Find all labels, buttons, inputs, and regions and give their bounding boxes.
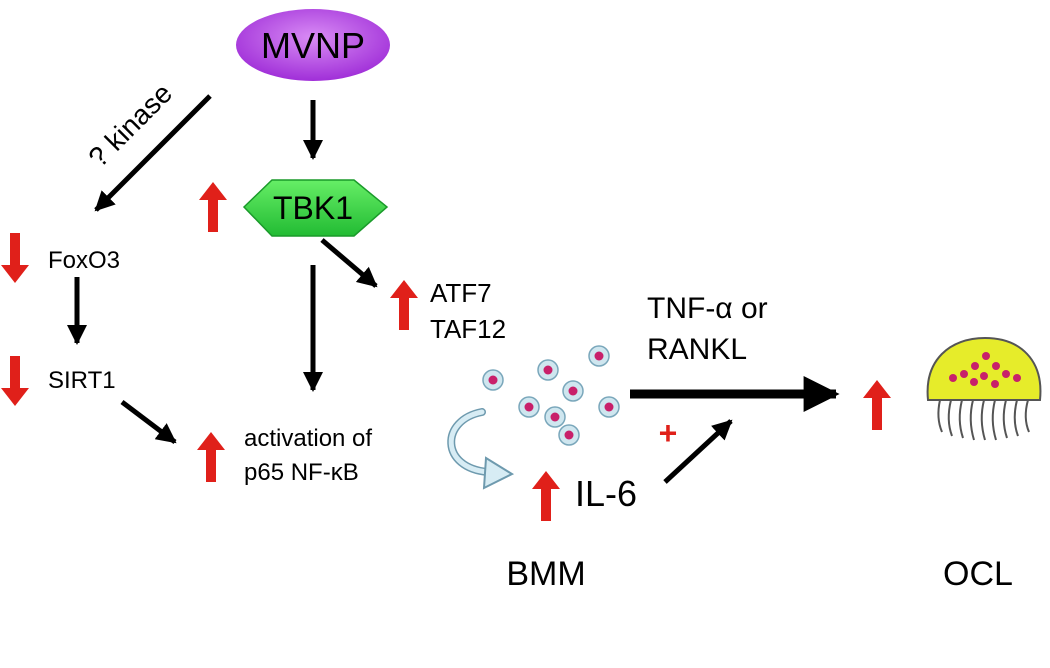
sirt1-down-arrow-icon: [1, 356, 29, 406]
arrow-sirt1-activation: [120, 400, 177, 444]
curved-arrow-icon: [447, 408, 515, 490]
mvnp-node: MVNP: [236, 9, 390, 81]
activation-label-line1: activation of: [244, 425, 372, 452]
sirt1-label: SIRT1: [48, 367, 116, 394]
activation-label-line2: p65 NF-κB: [244, 459, 359, 486]
tbk1-label: TBK1: [273, 190, 353, 226]
atf7-up-arrow-icon: [390, 280, 418, 330]
taf12-label: TAF12: [430, 314, 506, 344]
tnf-label-line2: RANKL: [647, 333, 747, 366]
ocl-label: OCL: [943, 555, 1013, 593]
activation-up-arrow-icon: [197, 432, 225, 482]
plus-label: +: [659, 415, 678, 451]
il6-label: IL-6: [575, 473, 637, 514]
tbk1-node: TBK1: [242, 179, 389, 237]
tbk1-up-arrow-icon: [199, 182, 227, 232]
ocl-up-arrow-icon: [863, 380, 891, 430]
kinase-label: ? kinase: [82, 77, 178, 173]
arrow-il6-plus: [663, 419, 733, 484]
tnf-label-line1: TNF-α or: [647, 292, 768, 325]
foxo3-down-arrow-icon: [1, 233, 29, 283]
mvnp-label: MVNP: [261, 25, 365, 66]
bmm-cells: [482, 345, 620, 446]
arrow-tbk1-atf7: [320, 238, 378, 288]
ocl-cell-icon: [926, 336, 1042, 441]
atf7-label: ATF7: [430, 278, 492, 308]
foxo3-label: FoxO3: [48, 247, 120, 274]
arrow-mvnp-foxo3: [94, 94, 212, 212]
il6-up-arrow-icon: [532, 471, 560, 521]
bmm-label: BMM: [506, 555, 585, 593]
